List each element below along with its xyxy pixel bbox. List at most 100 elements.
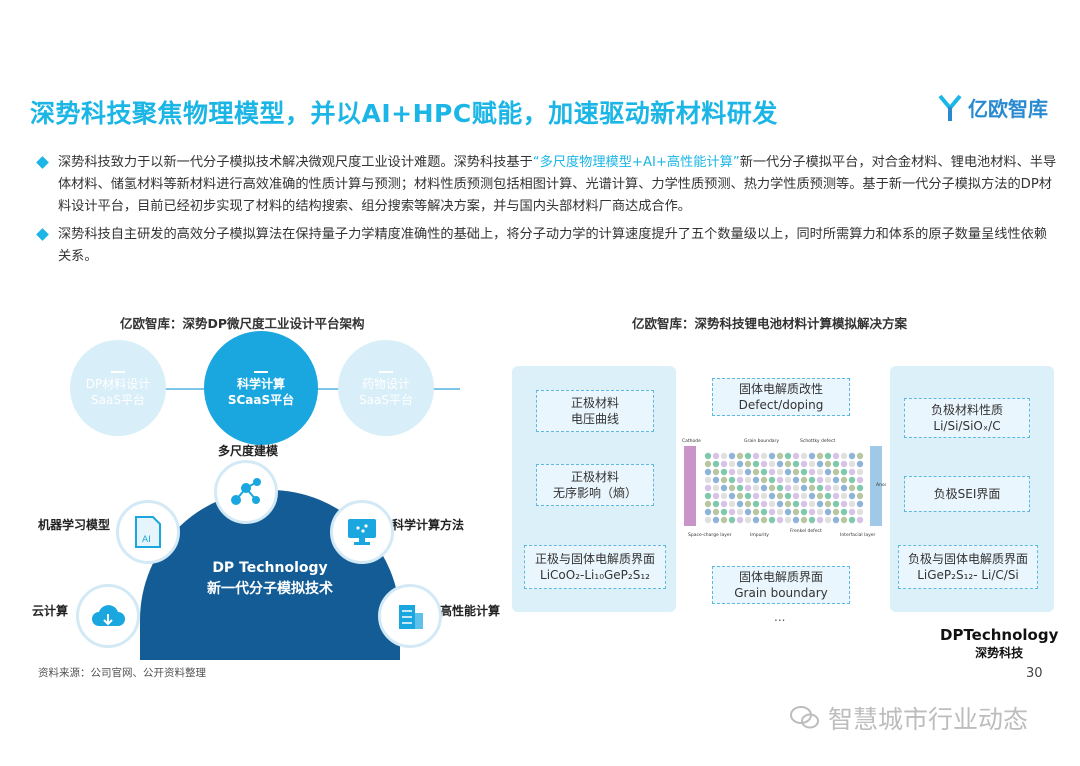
atom: [736, 484, 744, 492]
atom: [712, 460, 720, 468]
atom: [744, 492, 752, 500]
atom: [760, 460, 768, 468]
dome-line-1: DP Technology: [212, 560, 328, 576]
atom: [808, 484, 816, 492]
atom: [832, 460, 840, 468]
atom: [808, 460, 816, 468]
atom: [728, 468, 736, 476]
atom: [776, 500, 784, 508]
atom: [704, 508, 712, 516]
wechat-icon: [790, 706, 819, 729]
atom: [736, 500, 744, 508]
atom: [848, 516, 856, 524]
atom: [744, 460, 752, 468]
atom: [712, 492, 720, 500]
atom: [800, 476, 808, 484]
atom: [704, 500, 712, 508]
atom: [752, 500, 760, 508]
atom: [792, 508, 800, 516]
atom: [784, 468, 792, 476]
atom: [856, 468, 864, 476]
atom: [808, 500, 816, 508]
atom: [816, 452, 824, 460]
l2-line1: 正极材料: [570, 470, 619, 484]
atom: [728, 500, 736, 508]
atom: [800, 500, 808, 508]
l3-line1: 正极与固体电解质界面: [534, 552, 655, 566]
atom: [752, 516, 760, 524]
atom: [720, 468, 728, 476]
atom: [768, 500, 776, 508]
atom: [728, 476, 736, 484]
atom: [768, 508, 776, 516]
atom: [720, 492, 728, 500]
atom: [824, 484, 832, 492]
scaas-platform-circle: 科学计算 SCaaS平台: [204, 331, 318, 445]
circle-3-line1: 药物设计: [361, 377, 410, 391]
bullet-item-1: 深势科技致力于以新一代分子模拟技术解决微观尺度工业设计难题。深势科技基于“多尺度…: [36, 152, 1058, 218]
network-icon: [231, 478, 261, 505]
atom: [800, 484, 808, 492]
atom: [824, 476, 832, 484]
l2-line2: 无序影响（熵）: [552, 486, 637, 500]
atom: [760, 452, 768, 460]
bullet-1-part1: 深势科技致力于以新一代分子模拟技术解决微观尺度工业设计难题。深势科技基于: [58, 155, 533, 170]
atom: [808, 452, 816, 460]
atom: [792, 492, 800, 500]
bullet-item-2: 深势科技自主研发的高效分子模拟算法在保持量子力学精度准确性的基础上，将分子动力学…: [36, 224, 1058, 268]
atom: [720, 508, 728, 516]
atom: [808, 508, 816, 516]
circle-3-line2: SaaS平台: [359, 393, 413, 407]
atom: [856, 508, 864, 516]
atom: [776, 516, 784, 524]
watermark-text: 智慧城市行业动态: [828, 705, 1029, 734]
atom: [768, 468, 776, 476]
atom: [832, 516, 840, 524]
atom: [712, 484, 720, 492]
atom: [800, 508, 808, 516]
atom: [704, 452, 712, 460]
atom: [840, 484, 848, 492]
atom: [848, 492, 856, 500]
dp-technology-brand: DPTechnology 深势科技: [940, 626, 1058, 661]
atom: [840, 476, 848, 484]
atom: [760, 476, 768, 484]
bullet-1-part2: 新一代分子模拟平台，对合金材料、锂电池材料、半导体材料、储氢材料等新材料进行高效…: [58, 155, 1057, 214]
atom: [776, 476, 784, 484]
cloud-node: [76, 584, 140, 648]
atom: [832, 484, 840, 492]
atom: [720, 452, 728, 460]
bullet-list: 深势科技致力于以新一代分子模拟技术解决微观尺度工业设计难题。深势科技基于“多尺度…: [36, 152, 1058, 274]
dome-caption: DP Technology 新一代分子模拟技术: [140, 560, 400, 598]
atom: [848, 468, 856, 476]
atom: [816, 508, 824, 516]
atom: [856, 500, 864, 508]
atom: [856, 484, 864, 492]
atom: [760, 508, 768, 516]
atom: [744, 508, 752, 516]
r2-text: 负极SEI界面: [933, 487, 1001, 501]
cathode-disorder-box: 正极材料 无序影响（熵）: [536, 464, 654, 506]
atom: [856, 452, 864, 460]
atom: [704, 460, 712, 468]
dp-material-saas-circle: DP材料设计 SaaS平台: [70, 340, 166, 436]
atom: [856, 516, 864, 524]
b-line2: Grain boundary: [734, 586, 828, 600]
atom: [760, 516, 768, 524]
atom: [712, 516, 720, 524]
b-line1: 固体电解质界面: [738, 570, 823, 584]
atom: [792, 484, 800, 492]
atom: [784, 500, 792, 508]
atom: [728, 508, 736, 516]
logo-text: 亿欧智库: [968, 97, 1048, 121]
atom: [832, 508, 840, 516]
atom: [856, 476, 864, 484]
atom: [840, 468, 848, 476]
atom: [800, 468, 808, 476]
atom: [752, 508, 760, 516]
atom: [752, 452, 760, 460]
circle-2-line1: 科学计算: [236, 377, 285, 391]
atom: [848, 508, 856, 516]
atom: [720, 500, 728, 508]
